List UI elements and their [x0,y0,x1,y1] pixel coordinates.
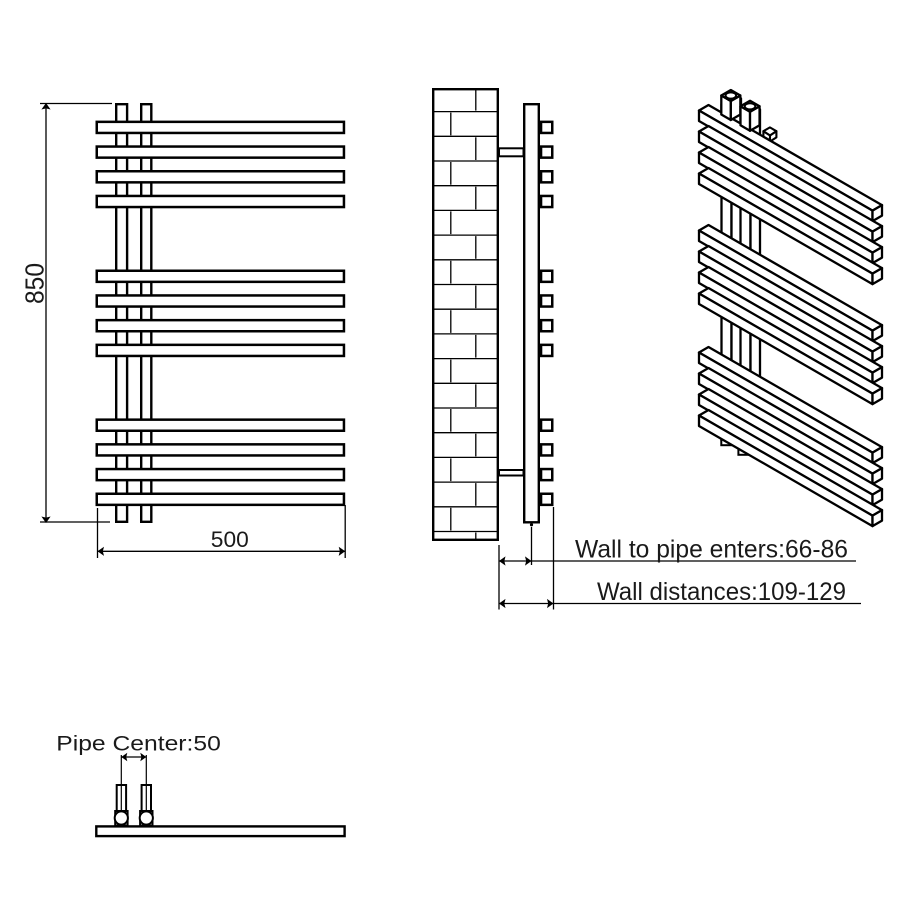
svg-text:500: 500 [211,527,249,552]
svg-text:Wall to pipe enters:66-86: Wall to pipe enters:66-86 [575,536,848,564]
svg-text:Pipe Center:50: Pipe Center:50 [56,733,221,756]
svg-text:Wall distances:109-129: Wall distances:109-129 [597,578,846,606]
svg-text:850: 850 [20,263,50,304]
